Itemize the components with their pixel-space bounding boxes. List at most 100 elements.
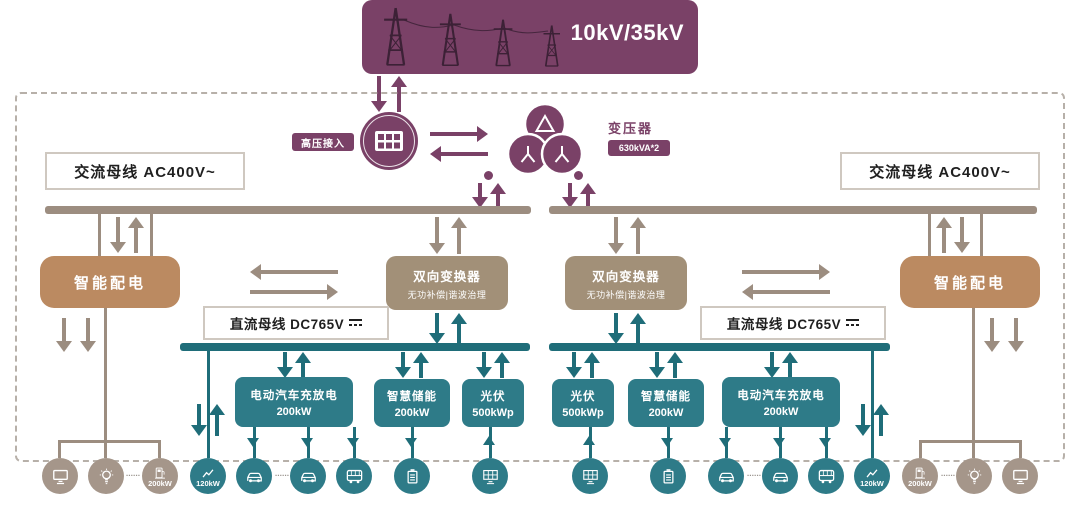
- device-name: 智慧储能: [641, 390, 691, 403]
- flow-arrow-up: [583, 436, 595, 445]
- storage-box-right: 智慧储能 200kW: [628, 379, 704, 427]
- power-curve-icon: [866, 469, 878, 478]
- flow-arrow-right: [250, 284, 338, 300]
- connector-line: [928, 214, 931, 256]
- connector-line: [207, 351, 210, 458]
- ring-decoration: [363, 115, 415, 167]
- ac-bus-label-right: 交流母线 AC400V~: [840, 152, 1040, 190]
- connector-line: [158, 440, 161, 458]
- solar-panel-icon: [482, 469, 498, 484]
- flow-arrow-down: [476, 352, 492, 378]
- flow-arrow-down: [764, 352, 780, 378]
- converter-title: 双向变换器: [592, 269, 660, 284]
- charging-pile-icon: [155, 467, 165, 479]
- flow-arrow-left: [430, 146, 488, 162]
- charger-power-label: 200kW: [148, 479, 172, 488]
- ellipsis: ......: [940, 468, 956, 478]
- flow-arrow-down: [429, 313, 445, 344]
- dc-busbar-left: [180, 343, 530, 351]
- flow-arrow-up: [584, 352, 600, 378]
- ellipsis: ......: [746, 468, 762, 478]
- dc-bus-text: 直流母线 DC765V: [726, 317, 842, 332]
- battery-icon: [407, 468, 417, 483]
- load-ac-charger: 200kW: [902, 458, 938, 494]
- load-ev-car: [236, 458, 272, 494]
- utility-grid-banner: 10kV/35kV: [362, 0, 698, 74]
- connector-line: [58, 440, 61, 458]
- flow-arrow-down: [395, 352, 411, 378]
- flow-arrow-down: [80, 318, 96, 352]
- flow-arrow-up: [209, 404, 225, 436]
- ac-bus-label-left: 交流母线 AC400V~: [45, 152, 245, 190]
- flow-arrow-up: [873, 404, 889, 436]
- connector-line: [871, 351, 874, 458]
- transformer-label: 变压器: [608, 121, 654, 136]
- ac-bus-text: 交流母线 AC400V~: [869, 163, 1011, 181]
- dc-bus-label-right: 直流母线 DC765V: [700, 306, 886, 340]
- pv-box-left: 光伏 500kWp: [462, 379, 524, 427]
- dc-symbol-icon: [349, 319, 362, 327]
- flow-arrow-right: [430, 126, 488, 142]
- load-ac-charger: 200kW: [142, 458, 178, 494]
- pv-box-right: 光伏 500kWp: [552, 379, 614, 427]
- bidirectional-converter-left: 双向变换器 无功补偿|谐波治理: [386, 256, 508, 310]
- bidirectional-converter-right: 双向变换器 无功补偿|谐波治理: [565, 256, 687, 310]
- storage-box-left: 智慧储能 200kW: [374, 379, 450, 427]
- monitor-icon: [52, 469, 68, 484]
- connector-line: [150, 214, 153, 256]
- device-name: 光伏: [570, 390, 596, 403]
- flow-arrow-down: [301, 438, 313, 447]
- flow-arrow-up: [490, 183, 506, 208]
- ellipsis: ......: [274, 468, 290, 478]
- flow-arrow-up: [295, 352, 311, 378]
- ellipsis: ......: [125, 468, 141, 478]
- flow-arrow-up: [451, 313, 467, 344]
- battery-icon: [663, 468, 673, 483]
- car-icon: [772, 472, 788, 482]
- flow-arrow-down: [191, 404, 207, 436]
- charger-power-label: 120kW: [196, 479, 220, 488]
- converter-subtitle: 无功补偿|谐波治理: [407, 289, 487, 300]
- transformer-icon: [506, 102, 584, 176]
- ac-busbar-right: [549, 206, 1037, 214]
- flow-arrow-up: [667, 352, 683, 378]
- load-dc-charger: 120kW: [854, 458, 890, 494]
- load-ev-bus: [336, 458, 372, 494]
- flow-arrow-down: [566, 352, 582, 378]
- flow-arrow-up: [451, 217, 467, 254]
- device-power: 500kWp: [562, 406, 604, 419]
- dc-busbar-right: [549, 343, 890, 351]
- device-power: 500kWp: [472, 406, 514, 419]
- flow-arrow-down: [277, 352, 293, 378]
- connector-line: [59, 440, 161, 443]
- flow-arrow-down: [347, 438, 359, 447]
- flow-arrow-up: [580, 183, 596, 208]
- flow-arrow-down: [56, 318, 72, 352]
- load-ev-car: [708, 458, 744, 494]
- car-icon: [246, 472, 262, 482]
- flow-arrow-down: [661, 438, 673, 447]
- node-dot: [484, 171, 493, 180]
- flow-arrow-down: [472, 183, 488, 208]
- connector-line: [972, 308, 975, 458]
- ac-busbar-left: [45, 206, 531, 214]
- smart-distribution-left: 智能配电: [40, 256, 180, 308]
- flow-arrow-up: [483, 436, 495, 445]
- flow-arrow-down: [649, 352, 665, 378]
- load-computer: [1002, 458, 1038, 494]
- smart-distribution-text: 智能配电: [73, 274, 146, 292]
- dc-bus-text: 直流母线 DC765V: [229, 317, 345, 332]
- load-dc-charger: 120kW: [190, 458, 226, 494]
- flow-arrow-up: [630, 313, 646, 344]
- flow-arrow-down: [1008, 318, 1024, 352]
- device-name: 电动汽车充放电: [250, 389, 338, 402]
- device-power: 200kW: [763, 405, 799, 418]
- flow-arrow-right: [742, 264, 830, 280]
- bus-icon: [346, 469, 362, 483]
- ac-bus-text: 交流母线 AC400V~: [74, 163, 216, 181]
- device-name: 电动汽车充放电: [737, 389, 825, 402]
- smart-distribution-text: 智能配电: [933, 274, 1006, 292]
- load-ev-bus: [808, 458, 844, 494]
- hv-switchgear-node: [360, 112, 418, 170]
